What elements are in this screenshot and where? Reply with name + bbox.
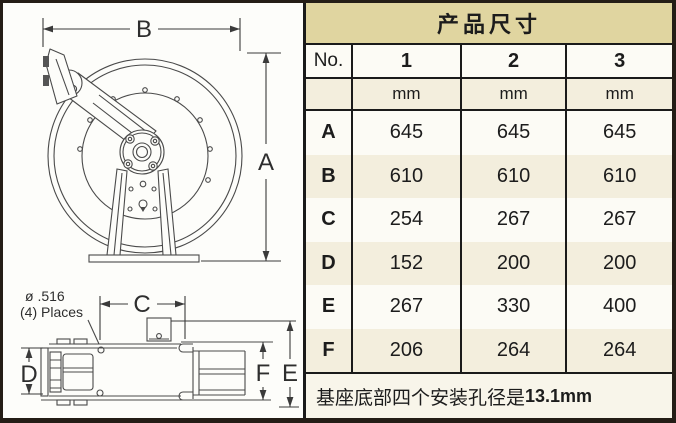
- dimension-table: 产品尺寸 No. 1 2 3 mm mm mm A 645 645 645 B …: [303, 3, 672, 418]
- cell-value: 152: [353, 241, 462, 285]
- footnote-value: 13.1mm: [525, 385, 593, 406]
- dim-label-a: A: [258, 149, 274, 176]
- hole-note-line1: ø .516: [25, 288, 65, 304]
- table-row: B 610 610 610: [306, 154, 672, 198]
- col-header-2: 2: [462, 45, 568, 77]
- cell-value: 200: [462, 241, 568, 285]
- table-row: D 152 200 200: [306, 241, 672, 285]
- top-view-body: [40, 317, 273, 406]
- mount-bracket: [43, 48, 78, 105]
- unit-2: mm: [462, 79, 568, 109]
- cell-value: 400: [603, 295, 637, 318]
- cell-value: 610: [462, 154, 568, 198]
- table-row: A 645 645 645: [306, 111, 672, 155]
- row-label: E: [306, 285, 353, 329]
- cell-value: 267: [462, 198, 568, 242]
- side-view-dimensions: [42, 18, 281, 262]
- cell-value: 200: [603, 251, 637, 274]
- row-label: B: [306, 154, 353, 198]
- cell-value: 610: [603, 164, 637, 187]
- col-header-3: 3: [614, 49, 626, 72]
- row-label: C: [306, 198, 353, 242]
- cell-value: 264: [462, 328, 568, 372]
- spec-sheet: B A: [3, 3, 672, 418]
- dim-label-d: D: [20, 361, 37, 388]
- rim-holes: [77, 87, 213, 183]
- dim-label-c: C: [133, 291, 150, 318]
- cell-value: 267: [603, 208, 637, 231]
- unit-blank: [306, 79, 353, 109]
- pedestal: [88, 168, 200, 263]
- table-row: F 206 264 264: [306, 328, 672, 372]
- cell-value: 267: [353, 285, 462, 329]
- table-title: 产品尺寸: [306, 3, 672, 45]
- dim-label-b: B: [136, 16, 152, 43]
- cell-value: 645: [603, 121, 637, 144]
- hose-reel-drawing: B A: [20, 16, 299, 408]
- table-row: C 254 267 267: [306, 198, 672, 242]
- footnote-text: 基座底部四个安装孔径是: [316, 387, 526, 409]
- hub: [119, 129, 165, 175]
- table-units-row: mm mm mm: [306, 79, 672, 111]
- hole-note-line2: (4) Places: [20, 304, 83, 320]
- unit-3: mm: [605, 84, 634, 103]
- cell-value: 254: [353, 198, 462, 242]
- table-header-row: No. 1 2 3: [306, 45, 672, 79]
- row-label: F: [306, 328, 353, 372]
- dim-label-f: F: [256, 360, 271, 387]
- cell-value: 264: [603, 338, 637, 361]
- cell-value: 645: [353, 111, 462, 155]
- row-label: D: [306, 241, 353, 285]
- cell-value: 206: [353, 328, 462, 372]
- cell-value: 610: [353, 154, 462, 198]
- cell-value: 645: [462, 111, 568, 155]
- row-label: A: [306, 111, 353, 155]
- technical-drawing-panel: B A: [3, 3, 303, 418]
- cell-value: 330: [462, 285, 568, 329]
- table-row: E 267 330 400: [306, 285, 672, 329]
- col-header-no: No.: [306, 45, 353, 77]
- unit-1: mm: [353, 79, 462, 109]
- dim-label-e: E: [282, 360, 298, 387]
- col-header-1: 1: [353, 45, 462, 77]
